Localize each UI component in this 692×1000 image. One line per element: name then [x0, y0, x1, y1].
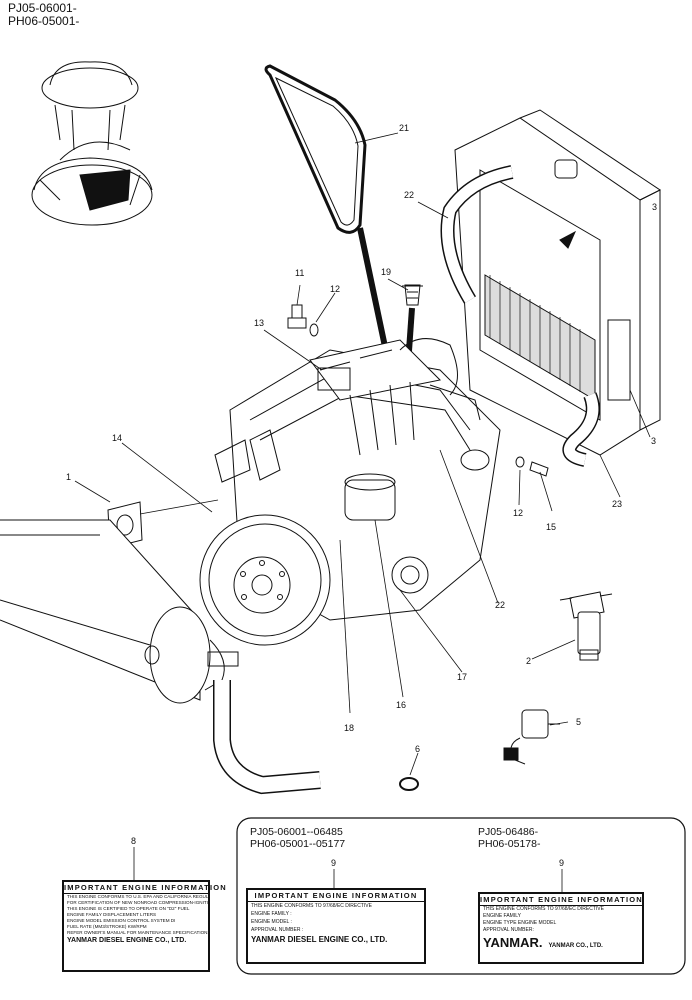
yanmar-logo: YANMAR.	[483, 935, 543, 950]
excavator-thumbnail	[31, 61, 153, 226]
label8-line: FOR CERTIFICATION OF NEW NONROAD COMPRES…	[67, 900, 208, 905]
radiator	[454, 109, 661, 456]
callout-17: 17	[457, 672, 467, 682]
sensor-assembly	[287, 304, 319, 337]
fan-belt	[264, 64, 367, 234]
label8-line: REFER OWNER'S MANUAL FOR MAINTENANCE SPE…	[67, 930, 208, 935]
callout-3: 3	[652, 202, 657, 212]
muffler	[0, 519, 239, 704]
label9b-line: ENGINE TYPE ENGINE MODEL	[483, 920, 557, 926]
label9a-line: THIS ENGINE CONFORMS TO 97/68/EC DIRECTI…	[251, 903, 372, 909]
label9b-line: ENGINE FAMILY	[483, 913, 521, 919]
callout-3b: 3	[651, 436, 656, 446]
label8-footer: YANMAR DIESEL ENGINE CO., LTD.	[67, 937, 187, 944]
label9b-line: APPROVAL NUMBER:	[483, 927, 534, 933]
callout-12a: 12	[330, 284, 340, 294]
callout-22: 23	[612, 499, 622, 509]
callout-15: 15	[546, 522, 556, 532]
range-left-line-1: PJ05-06001--06485	[250, 826, 343, 838]
label8-line: THIS ENGINE IS CERTIFIED TO OPERATE ON "…	[67, 906, 190, 911]
callout-numbers: 21 22 3 19 11 12 13 14 3 1 23 12 15 22 2…	[66, 123, 657, 868]
o-ring	[399, 777, 419, 791]
serial-range-line-1: PJ05-06001-	[8, 1, 77, 15]
callout-19: 19	[381, 267, 391, 277]
label-frame	[236, 817, 686, 975]
engine-info-label-9a: IMPORTANT ENGINE INFORMATION THIS ENGINE…	[246, 888, 426, 964]
fuel-filter	[559, 591, 613, 661]
label9a-title: IMPORTANT ENGINE INFORMATION	[248, 890, 424, 902]
label9b-footer: YANMAR CO., LTD.	[548, 943, 603, 949]
callout-1: 1	[66, 472, 71, 482]
callout-9b: 9	[559, 858, 564, 868]
callout-2: 2	[526, 656, 531, 666]
flywheel	[199, 514, 331, 646]
serial-range-left: PJ05-06001--06485 PH06-05001--05177	[250, 826, 345, 850]
callout-8: 8	[131, 836, 136, 846]
label8-line: ENGINE FAMILY DISPLACEMENT LITERS	[67, 912, 157, 917]
callout-21: 22	[404, 190, 414, 200]
label9a-line: APPROVAL NUMBER :	[251, 927, 304, 933]
label8-title: IMPORTANT ENGINE INFORMATION	[64, 883, 227, 894]
callout-23: 22	[495, 600, 505, 610]
range-left-line-2: PH06-05001--05177	[250, 838, 346, 850]
sensor-15	[515, 456, 549, 477]
callout-6: 6	[415, 744, 420, 754]
engine-info-label-8: IMPORTANT ENGINE INFORMATION THIS ENGINE…	[62, 880, 227, 972]
range-right-line-2: PH06-05178-	[478, 838, 541, 850]
label9b-title: IMPORTANT ENGINE INFORMATION	[480, 895, 643, 906]
label9a-footer: YANMAR DIESEL ENGINE CO., LTD.	[251, 935, 388, 944]
label8-line: ENGINE MODEL EMISSION CONTROL SYSTEM DI	[67, 918, 176, 923]
label8-line: THIS ENGINE CONFORMS TO U.S. EPA AND CAL…	[67, 894, 208, 899]
callout-18: 18	[344, 723, 354, 733]
callout-5: 5	[576, 717, 581, 727]
label9a-line: ENGINE FAMILY :	[251, 911, 292, 917]
label8-line: FUEL RATE (MM3/STROKE) KW/RPM	[67, 924, 147, 929]
callout-14: 14	[112, 433, 122, 443]
callout-9a: 9	[331, 858, 336, 868]
stop-solenoid	[503, 709, 560, 765]
callout-20: 21	[399, 123, 409, 133]
serial-range-right: PJ05-06486- PH06-05178-	[478, 826, 540, 850]
callout-11: 11	[295, 268, 304, 278]
range-right-line-1: PJ05-06486-	[478, 826, 539, 838]
callout-16: 16	[396, 700, 406, 710]
callout-12b: 12	[513, 508, 523, 518]
engine-info-label-9b: IMPORTANT ENGINE INFORMATION THIS ENGINE…	[478, 892, 644, 964]
label9a-line: ENGINE MODEL :	[251, 919, 292, 925]
serial-range-line-2: PH06-05001-	[8, 14, 80, 28]
label9b-line: THIS ENGINE CONFORMS TO 97/68/EC DIRECTI…	[483, 906, 604, 912]
callout-13: 13	[254, 318, 264, 328]
